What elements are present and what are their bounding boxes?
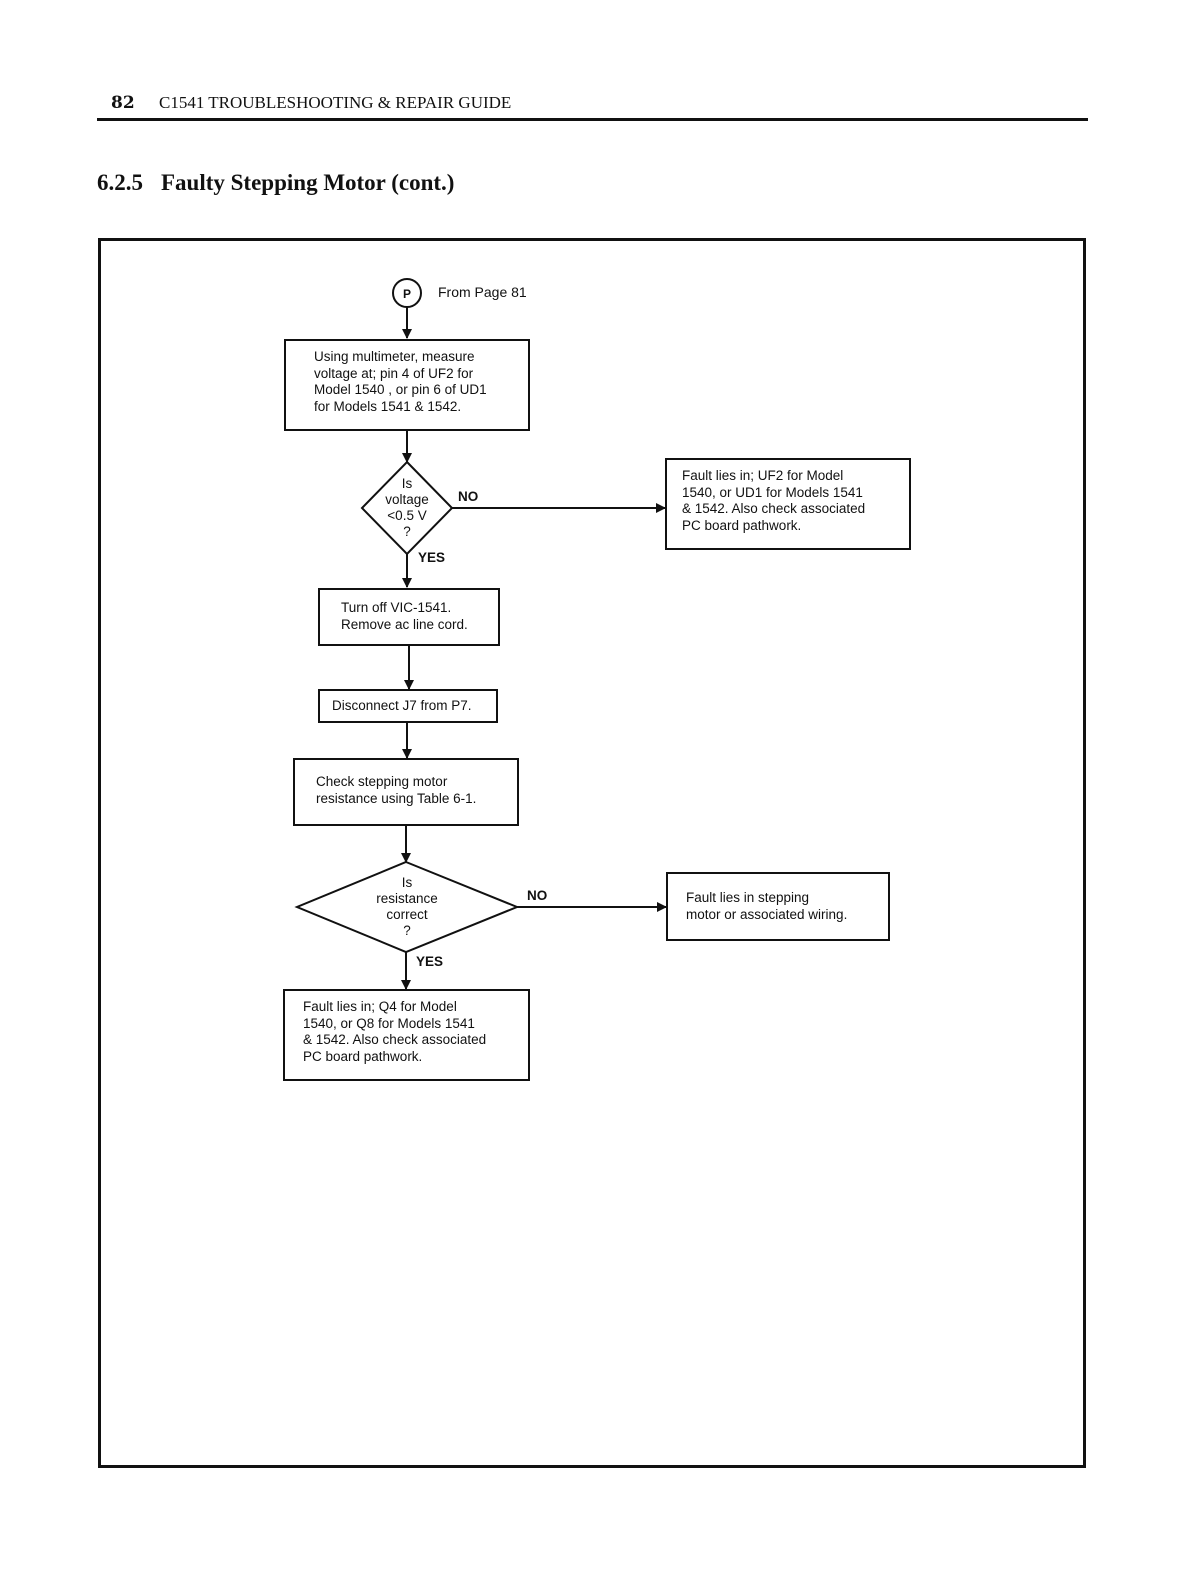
section-number: 6.2.5 [97, 170, 143, 195]
decision-resistance-yes-label: YES [416, 954, 444, 969]
decision-voltage-text: Is voltage <0.5 V ? [385, 476, 429, 539]
result-fault-uf2-ud1: Fault lies in; UF2 for Model 1540, or UD… [665, 458, 911, 550]
connector-label: From Page 81 [438, 284, 527, 300]
process-check-motor-resistance: Check stepping motor resistance using Ta… [293, 758, 519, 826]
decision-voltage-no-label: NO [458, 489, 479, 504]
result-fault-stepping-motor: Fault lies in stepping motor or associat… [666, 872, 890, 941]
page-connector-letter: P [402, 287, 411, 301]
process-turn-off: Turn off VIC-1541. Remove ac line cord. [318, 588, 500, 646]
running-title: C1541 TROUBLESHOOTING & REPAIR GUIDE [159, 93, 512, 112]
decision-resistance-no-label: NO [527, 888, 548, 903]
section-heading: 6.2.5 Faulty Stepping Motor (cont.) [97, 170, 454, 196]
process-measure-voltage: Using multimeter, measure voltage at; pi… [284, 339, 530, 431]
page-header: 82 C1541 TROUBLESHOOTING & REPAIR GUIDE [97, 88, 1088, 121]
figure-frame [98, 238, 1086, 1468]
decision-voltage-yes-label: YES [418, 550, 446, 565]
process-disconnect-j7: Disconnect J7 from P7. [318, 689, 498, 723]
decision-resistance-text: Is resistance correct ? [376, 875, 438, 938]
page-number: 82 [111, 93, 135, 113]
result-fault-q4-q8: Fault lies in; Q4 for Model 1540, or Q8 … [283, 989, 530, 1081]
section-title: Faulty Stepping Motor (cont.) [161, 170, 455, 195]
